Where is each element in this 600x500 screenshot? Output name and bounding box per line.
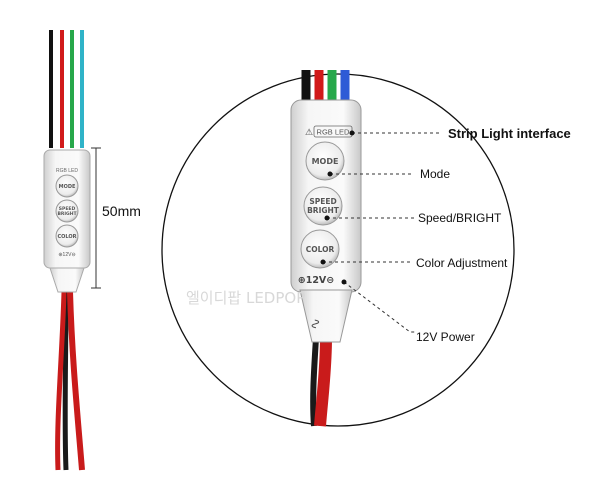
small-bright-text: BRIGHT — [57, 211, 77, 217]
color-button-text: COLOR — [306, 245, 335, 254]
label-mode: Mode — [420, 167, 450, 181]
power-wire-red — [314, 337, 332, 427]
watermark: 엘이디팝 LEDPOP — [186, 289, 305, 307]
small-mode-button — [55, 174, 79, 198]
small-power-wire-red — [67, 291, 85, 471]
small-speed-button — [55, 199, 79, 223]
callout-lines — [323, 132, 442, 333]
small-power-wire-black — [62, 291, 69, 471]
dimension-label: 50mm — [102, 203, 141, 219]
speed-button-text: SPEED — [309, 197, 336, 206]
label-12v-power: 12V Power — [416, 330, 475, 344]
small-power-wire-red-2 — [55, 291, 67, 471]
bright-button-text: BRIGHT — [307, 206, 340, 215]
dimension-bracket: 50mm — [91, 147, 141, 289]
power-wire-black — [310, 337, 319, 427]
controller-tail — [299, 289, 353, 343]
large-controller: ∿ ⚠ RGB LED MODE SPEED BRIGHT COLOR ⊕12V… — [290, 70, 362, 427]
brand-label: RGB LED — [317, 128, 351, 137]
small-power-marking: ⊕12V⊖ — [58, 252, 75, 258]
leader-power — [343, 281, 416, 333]
label-strip-interface: Strip Light interface — [448, 126, 571, 141]
small-speed-text: SPEED — [59, 206, 76, 212]
small-color-button — [55, 224, 79, 248]
mode-button-text: MODE — [312, 157, 339, 166]
small-brand-label: RGB LED — [56, 168, 78, 174]
color-button — [300, 229, 340, 269]
small-controller-tail — [49, 267, 85, 293]
power-marking: ⊕12V⊖ — [298, 275, 335, 286]
callout-dots — [320, 130, 355, 285]
mode-button — [305, 141, 345, 181]
small-color-text: COLOR — [57, 234, 76, 240]
speed-bright-button — [303, 186, 343, 226]
warning-icon: ⚠ — [305, 128, 313, 138]
label-speed-bright: Speed/BRIGHT — [418, 211, 502, 225]
small-mode-text: MODE — [59, 184, 76, 190]
label-color-adjustment: Color Adjustment — [416, 256, 508, 270]
tail-wave: ∿ — [307, 318, 323, 330]
small-controller: RGB LED MODE SPEED BRIGHT COLOR ⊕12V⊖ — [43, 30, 91, 471]
